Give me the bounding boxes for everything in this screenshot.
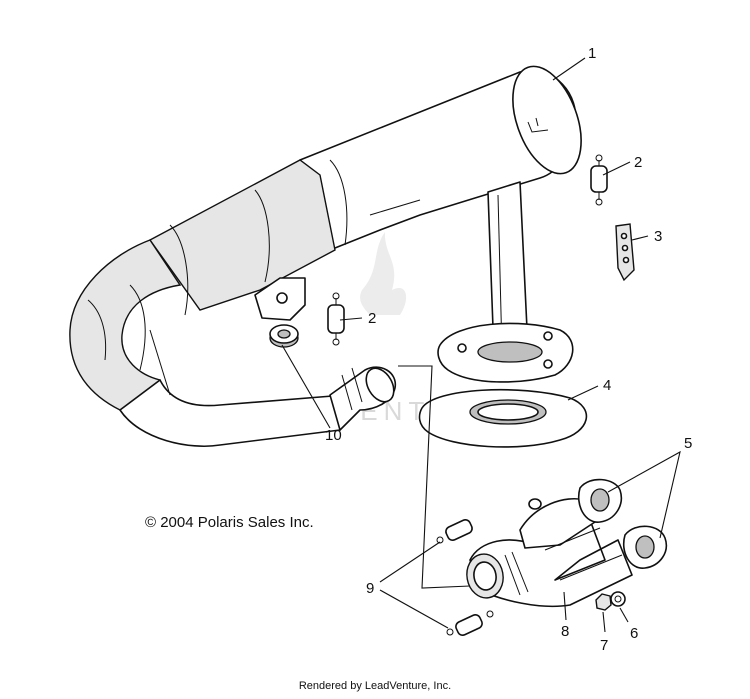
- spring-upper: [590, 154, 608, 206]
- callout-10: 10: [325, 427, 342, 444]
- callout-2-lower: 2: [368, 310, 376, 327]
- callout-7: 7: [600, 637, 608, 654]
- copyright-notice: © 2004 Polaris Sales Inc.: [145, 514, 314, 531]
- callout-2-upper: 2: [634, 154, 642, 171]
- callout-5: 5: [684, 435, 692, 452]
- callout-9: 9: [366, 580, 374, 597]
- bracket-plate: [615, 223, 635, 282]
- washer: [610, 591, 626, 607]
- nut-small: [528, 498, 542, 510]
- callout-6: 6: [630, 625, 638, 642]
- callout-8: 8: [561, 623, 569, 640]
- callouts: 1 2 3 2 4 5 10 9 8 7 6: [325, 45, 692, 654]
- spring-ypipe-lower: [446, 610, 494, 636]
- exhaust-gasket-upper: [578, 478, 622, 523]
- callout-1: 1: [588, 45, 596, 62]
- render-credit: Rendered by LeadVenture, Inc.: [298, 680, 452, 692]
- flange-gasket: [418, 388, 588, 448]
- exhaust-gasket-lower: [623, 525, 667, 569]
- spring-ypipe-upper: [436, 519, 473, 544]
- spring-lower: [327, 292, 345, 346]
- hex-nut: [595, 593, 612, 611]
- callout-4: 4: [603, 377, 611, 394]
- leader-lines: [281, 57, 681, 633]
- muffler-assembly: [69, 65, 582, 448]
- grommet: [269, 324, 299, 348]
- callout-3: 3: [654, 228, 662, 245]
- y-pipe: [466, 498, 633, 608]
